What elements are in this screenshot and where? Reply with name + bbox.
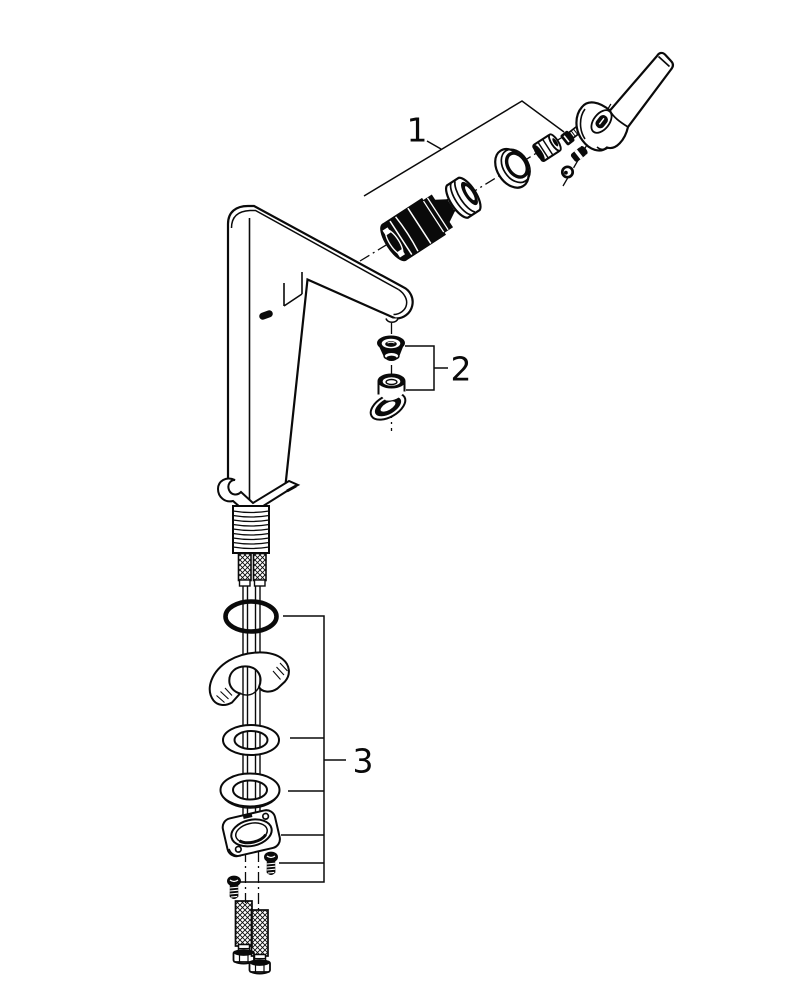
spout-endcap-inner-line — [393, 288, 408, 316]
callout-2-bracket — [405, 345, 448, 391]
base-bottom-contour — [596, 146, 609, 151]
spout-chamfer-line — [230, 209, 399, 291]
o-ring — [223, 599, 279, 634]
lever-tip-face — [657, 55, 671, 68]
callout-3-label: 3 — [353, 742, 374, 781]
flange-hole-top — [261, 812, 270, 820]
callout-leaders — [240, 100, 565, 883]
flange-inner-shadow — [238, 833, 268, 845]
cap-ring — [494, 147, 531, 189]
column-notch-lines — [283, 272, 303, 307]
hose-stubs — [237, 552, 267, 587]
mounting-flange — [221, 809, 281, 858]
fixing-screw-a — [264, 851, 278, 875]
faucet-body — [226, 204, 414, 514]
faucet-body-outline — [226, 204, 414, 514]
flange-top-tab — [242, 813, 253, 819]
base-collar — [216, 477, 301, 514]
spacer-ring — [444, 176, 482, 219]
callout-1-leader — [363, 100, 565, 197]
shank-thread-lines — [232, 510, 270, 550]
handle-nut — [570, 145, 588, 162]
collar-flap-shadow — [286, 484, 297, 493]
wedge-spacer — [208, 651, 290, 706]
supply-hose-lines — [242, 586, 261, 820]
spout-outlet-nub — [385, 318, 399, 324]
base-inner-contour — [579, 108, 586, 140]
flange-thickness-line — [228, 848, 241, 857]
gasket-thickness-line — [220, 794, 280, 809]
brand-logo-mark — [259, 310, 273, 320]
threaded-shank — [232, 505, 270, 554]
wedge-hatch-left — [216, 687, 233, 703]
wedge-inner-lip — [239, 686, 260, 696]
rubber-gasket — [219, 772, 281, 809]
handle-ring — [560, 165, 575, 179]
hose-connector-right — [248, 909, 271, 975]
fixing-screw-b — [227, 875, 241, 899]
handle-lever — [575, 51, 674, 152]
handle-silhouette — [575, 51, 674, 152]
callout-2-label: 2 — [451, 350, 472, 389]
callout-1-label: 1 — [407, 111, 428, 150]
flange-hole-bottom — [234, 845, 242, 853]
wedge-hatch-right — [272, 662, 288, 680]
mousseur-aerator — [377, 335, 405, 361]
adapter-sleeve — [532, 133, 562, 162]
callout-3-bracket — [240, 615, 346, 883]
flat-washer — [222, 724, 281, 756]
spout-outlet-elbow — [369, 373, 407, 421]
